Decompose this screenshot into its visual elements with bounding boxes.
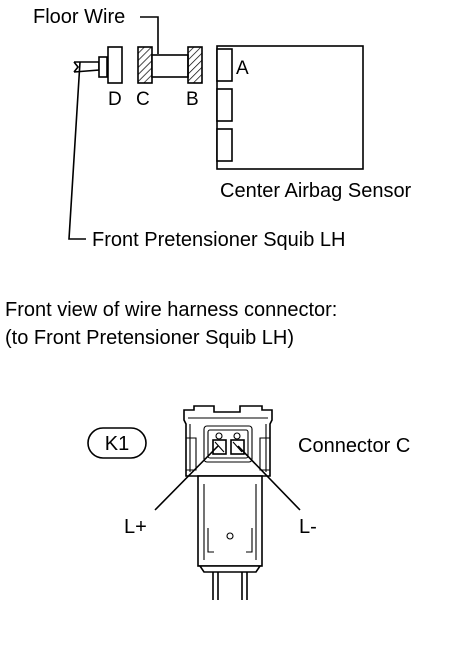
view-caption-line2: (to Front Pretensioner Squib LH) [5, 327, 294, 349]
pretensioner-leader [68, 61, 86, 240]
sensor-port-a [216, 48, 233, 82]
sensor-port-3 [216, 128, 233, 162]
connector-c-label: C [136, 89, 150, 110]
l-minus-leader [237, 445, 301, 511]
floor-wire-leader [140, 16, 159, 54]
connector-d-label: D [108, 89, 122, 110]
connector-code-badge [87, 427, 147, 459]
connector-b [187, 46, 203, 84]
floor-wire-label: Floor Wire [33, 6, 125, 28]
center-airbag-sensor-label: Center Airbag Sensor [220, 180, 412, 202]
sensor-port-2 [216, 88, 233, 122]
wire-middle [151, 54, 189, 78]
l-plus-label: L+ [124, 516, 147, 538]
view-caption-line1: Front view of wire harness connector: [5, 299, 337, 321]
l-plus-leader [154, 445, 219, 511]
connector-a-label: A [236, 58, 249, 79]
l-minus-label: L- [299, 516, 317, 538]
center-airbag-sensor-box [216, 45, 364, 170]
front-pretensioner-label: Front Pretensioner Squib LH [92, 229, 345, 251]
connector-name-label: Connector C [298, 435, 410, 457]
connector-code-text: K1 [105, 433, 129, 455]
connector-c-front-view: D [183, 405, 273, 600]
wire-end-break [73, 61, 100, 73]
wire-stub-left [98, 56, 108, 78]
connector-b-label: B [186, 89, 199, 110]
connector-d [107, 46, 123, 84]
connector-c [137, 46, 153, 84]
